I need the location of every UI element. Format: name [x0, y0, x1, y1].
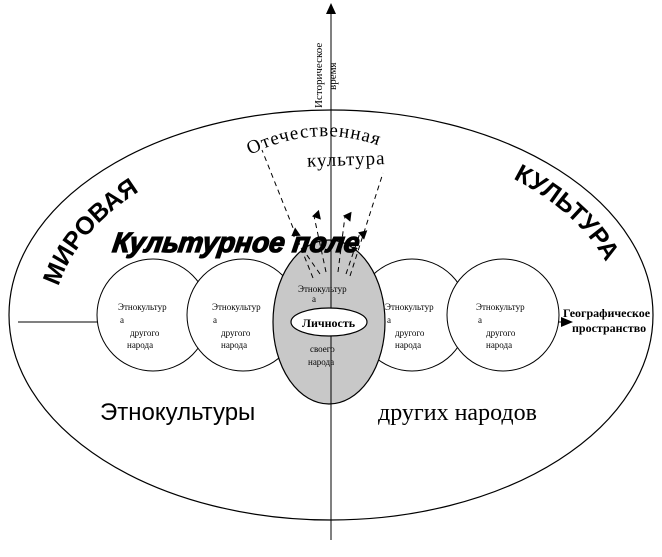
circle-1-line4: народа — [127, 340, 153, 350]
own-people-text: Этнокультур а Личность своего народа — [298, 284, 356, 367]
circle-4-line1: Этнокультур — [476, 302, 525, 312]
development-lines — [261, 149, 384, 279]
historical-time-label: Историческое время — [313, 43, 339, 108]
own-people-top-line2: а — [312, 294, 316, 304]
circle-1-line3: другого — [130, 328, 160, 338]
circle-2-line4: народа — [221, 340, 247, 350]
dashed-line-5 — [345, 230, 368, 275]
circle-2-line2: а — [213, 315, 217, 325]
dashed-line-2 — [291, 227, 321, 275]
dashed-line-6 — [349, 172, 384, 277]
historical-time-label-line1: Историческое — [313, 43, 325, 108]
ethnoculture-circle-2-text: Этнокультур а другого народа — [212, 302, 261, 350]
geographic-space-label-line1: Географическое — [563, 306, 651, 320]
bottom-left-heading: Этнокультуры — [100, 399, 255, 426]
bottom-right-heading: других народов — [378, 400, 537, 426]
circle-1-line1: Этнокультур — [118, 302, 167, 312]
own-people-top-line1: Этнокультур — [298, 284, 347, 294]
personality-ellipse — [290, 307, 368, 337]
circle-1-line2: а — [120, 315, 124, 325]
ethnoculture-circle-3-text: Этнокультур а другого народа — [385, 302, 434, 350]
national-culture-heading-line2: культура — [307, 148, 386, 172]
ethnoculture-circle-1-text: Этнокультур а другого народа — [118, 302, 167, 350]
dashed-line-3 — [312, 209, 327, 273]
circle-3-line3: другого — [395, 328, 425, 338]
dashed-line-1 — [261, 149, 314, 279]
circle-2-line1: Этнокультур — [212, 302, 261, 312]
own-people-bottom-line2: народа — [308, 357, 334, 367]
circle-4-line3: другого — [486, 328, 516, 338]
circle-3-line4: народа — [395, 340, 421, 350]
circle-4-line2: а — [478, 315, 482, 325]
circle-3-line2: а — [387, 315, 391, 325]
circle-4-line4: народа — [486, 340, 512, 350]
ethnoculture-circle-4 — [446, 258, 560, 372]
ethnoculture-circle-4-text: Этнокультур а другого народа — [476, 302, 525, 350]
dashed-line-4 — [337, 211, 352, 273]
cultural-field-heading: Культурное поле — [111, 227, 362, 258]
circle-2-line3: другого — [221, 328, 251, 338]
historical-time-arrow — [326, 3, 336, 14]
geographic-space-label-line2: пространство — [572, 321, 646, 335]
circle-3-line1: Этнокультур — [385, 302, 434, 312]
own-people-bottom-line1: своего — [310, 344, 335, 354]
personality-label: Личность — [302, 316, 356, 330]
historical-time-label-line2: время — [327, 62, 339, 90]
